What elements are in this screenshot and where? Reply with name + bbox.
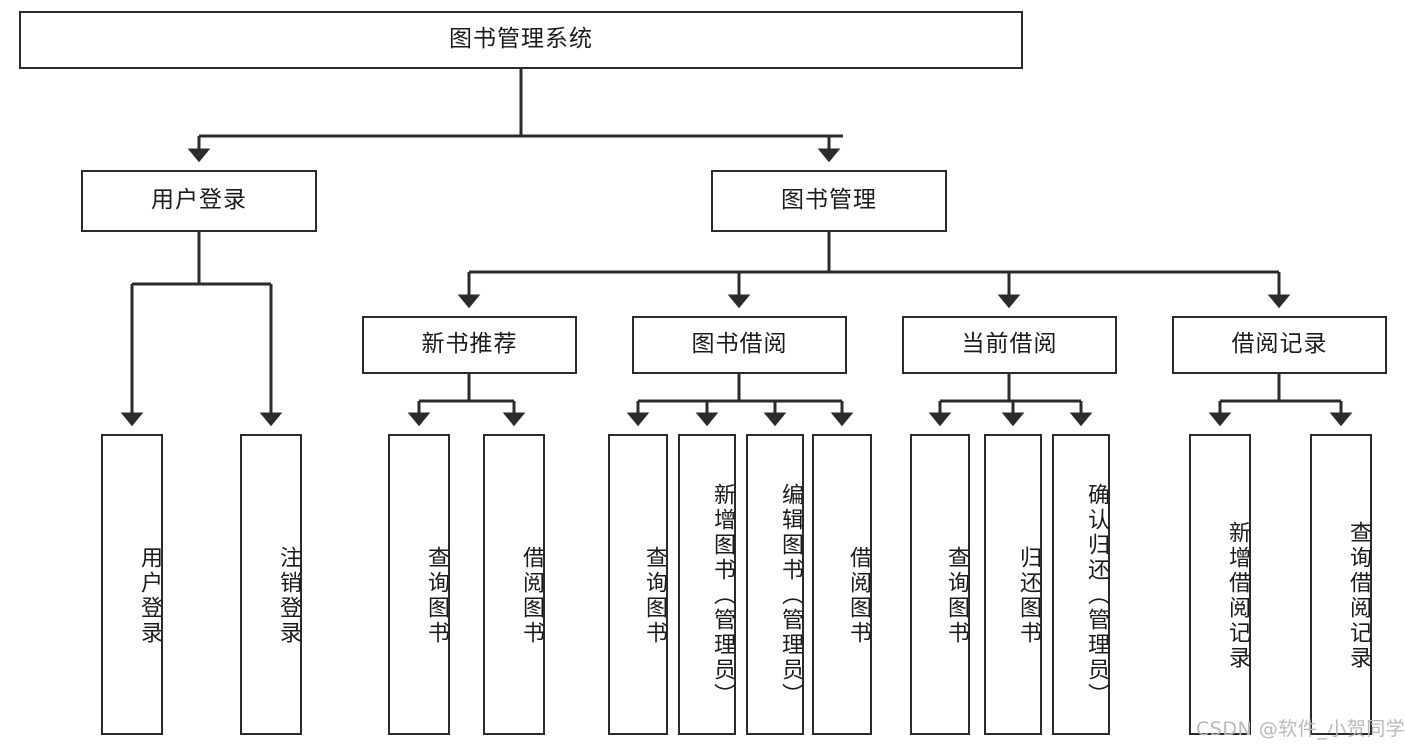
node-borrow-record-label: 借阅记录	[1231, 331, 1328, 358]
leaf-borrow-book[interactable]: 借阅图书	[812, 434, 872, 735]
leaf-confirm-return-admin-label: 确认归还（管理员）	[1084, 483, 1109, 708]
node-book-borrow-label: 图书借阅	[691, 331, 788, 358]
leaf-query-book-borrow[interactable]: 查询图书	[608, 434, 668, 735]
node-root[interactable]: 图书管理系统	[19, 11, 1023, 69]
leaf-user-login-label: 用户登录	[137, 545, 162, 646]
leaf-query-book-borrow-label: 查询图书	[642, 545, 667, 646]
leaf-confirm-return-admin[interactable]: 确认归还（管理员）	[1052, 434, 1110, 735]
leaf-logout[interactable]: 注销登录	[240, 434, 302, 735]
leaf-borrow-book-label: 借阅图书	[846, 545, 871, 646]
leaf-add-borrow-record-label: 新增借阅记录	[1225, 520, 1250, 671]
leaf-add-borrow-record[interactable]: 新增借阅记录	[1189, 434, 1251, 735]
node-user-login-label: 用户登录	[151, 187, 247, 214]
leaf-query-book-recommend[interactable]: 查询图书	[388, 434, 450, 735]
leaf-return-book[interactable]: 归还图书	[984, 434, 1042, 735]
node-user-login[interactable]: 用户登录	[81, 170, 317, 232]
node-book-borrow[interactable]: 图书借阅	[632, 316, 847, 374]
watermark: CSDN @软件_小贺同学	[1196, 718, 1405, 740]
leaf-add-book-admin[interactable]: 新增图书（管理员）	[678, 434, 736, 735]
leaf-edit-book-admin[interactable]: 编辑图书（管理员）	[746, 434, 804, 735]
leaf-query-borrow-record[interactable]: 查询借阅记录	[1310, 434, 1372, 735]
node-borrow-record[interactable]: 借阅记录	[1172, 316, 1387, 374]
leaf-query-book-current[interactable]: 查询图书	[910, 434, 970, 735]
node-new-book-recommend[interactable]: 新书推荐	[362, 316, 577, 374]
leaf-logout-label: 注销登录	[276, 545, 301, 646]
leaf-return-book-label: 归还图书	[1016, 545, 1041, 646]
leaf-edit-book-admin-label: 编辑图书（管理员）	[778, 483, 803, 708]
leaf-user-login[interactable]: 用户登录	[101, 434, 163, 735]
leaf-add-book-admin-label: 新增图书（管理员）	[710, 483, 735, 708]
node-book-manage[interactable]: 图书管理	[711, 170, 947, 232]
node-new-book-recommend-label: 新书推荐	[421, 331, 518, 358]
leaf-query-book-current-label: 查询图书	[944, 545, 969, 646]
leaf-borrow-book-recommend[interactable]: 借阅图书	[483, 434, 545, 735]
node-root-label: 图书管理系统	[449, 26, 593, 53]
leaf-query-borrow-record-label: 查询借阅记录	[1346, 520, 1371, 671]
node-current-borrow[interactable]: 当前借阅	[902, 316, 1117, 374]
node-book-manage-label: 图书管理	[781, 187, 877, 214]
leaf-borrow-book-recommend-label: 借阅图书	[519, 545, 544, 646]
leaf-query-book-recommend-label: 查询图书	[424, 545, 449, 646]
node-current-borrow-label: 当前借阅	[961, 331, 1058, 358]
